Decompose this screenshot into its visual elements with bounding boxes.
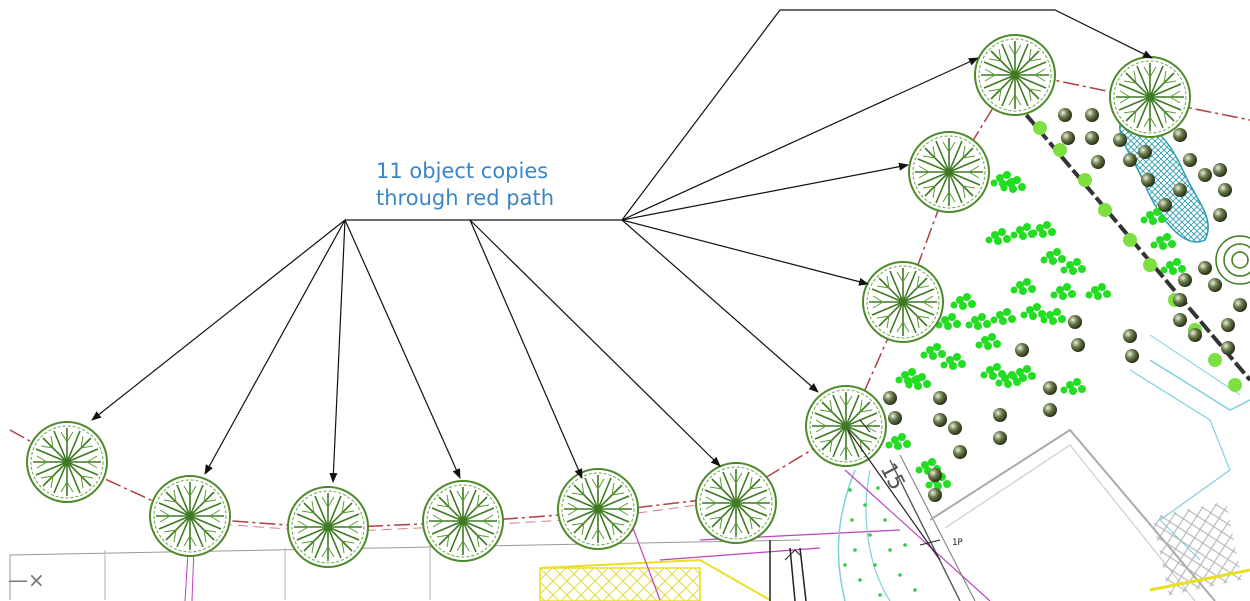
tree-copy-1 — [26, 421, 108, 503]
hedge-line — [978, 58, 1250, 382]
annotation-label: 11 object copies through red path — [376, 158, 606, 212]
dimension-label-small: 1P — [952, 538, 963, 548]
site-plan-right — [837, 334, 1250, 601]
tree-copy-4 — [422, 480, 504, 562]
leader-lines — [91, 9, 1153, 483]
site-linework — [9, 519, 901, 601]
lawn-dots — [843, 486, 917, 597]
tree-copy-9 — [908, 131, 990, 213]
spiral-feature — [1215, 235, 1250, 285]
tree-copy-8 — [862, 261, 944, 343]
tree-copy-10 — [974, 34, 1056, 116]
tree-copy-5 — [557, 468, 639, 550]
mesh-planter — [1119, 122, 1209, 243]
tree-copy-3 — [287, 486, 369, 568]
tree-copies — [26, 34, 1191, 568]
ucs-crosshair-icon: —× — [8, 568, 45, 592]
tree-copy-6 — [695, 462, 777, 544]
tree-copy-11 — [1109, 56, 1191, 138]
tree-copy-2 — [149, 475, 231, 557]
annotation-line-1: 11 object copies — [376, 159, 549, 183]
annotation-line-2: through red path — [376, 186, 555, 210]
tree-copy-7 — [805, 385, 887, 467]
